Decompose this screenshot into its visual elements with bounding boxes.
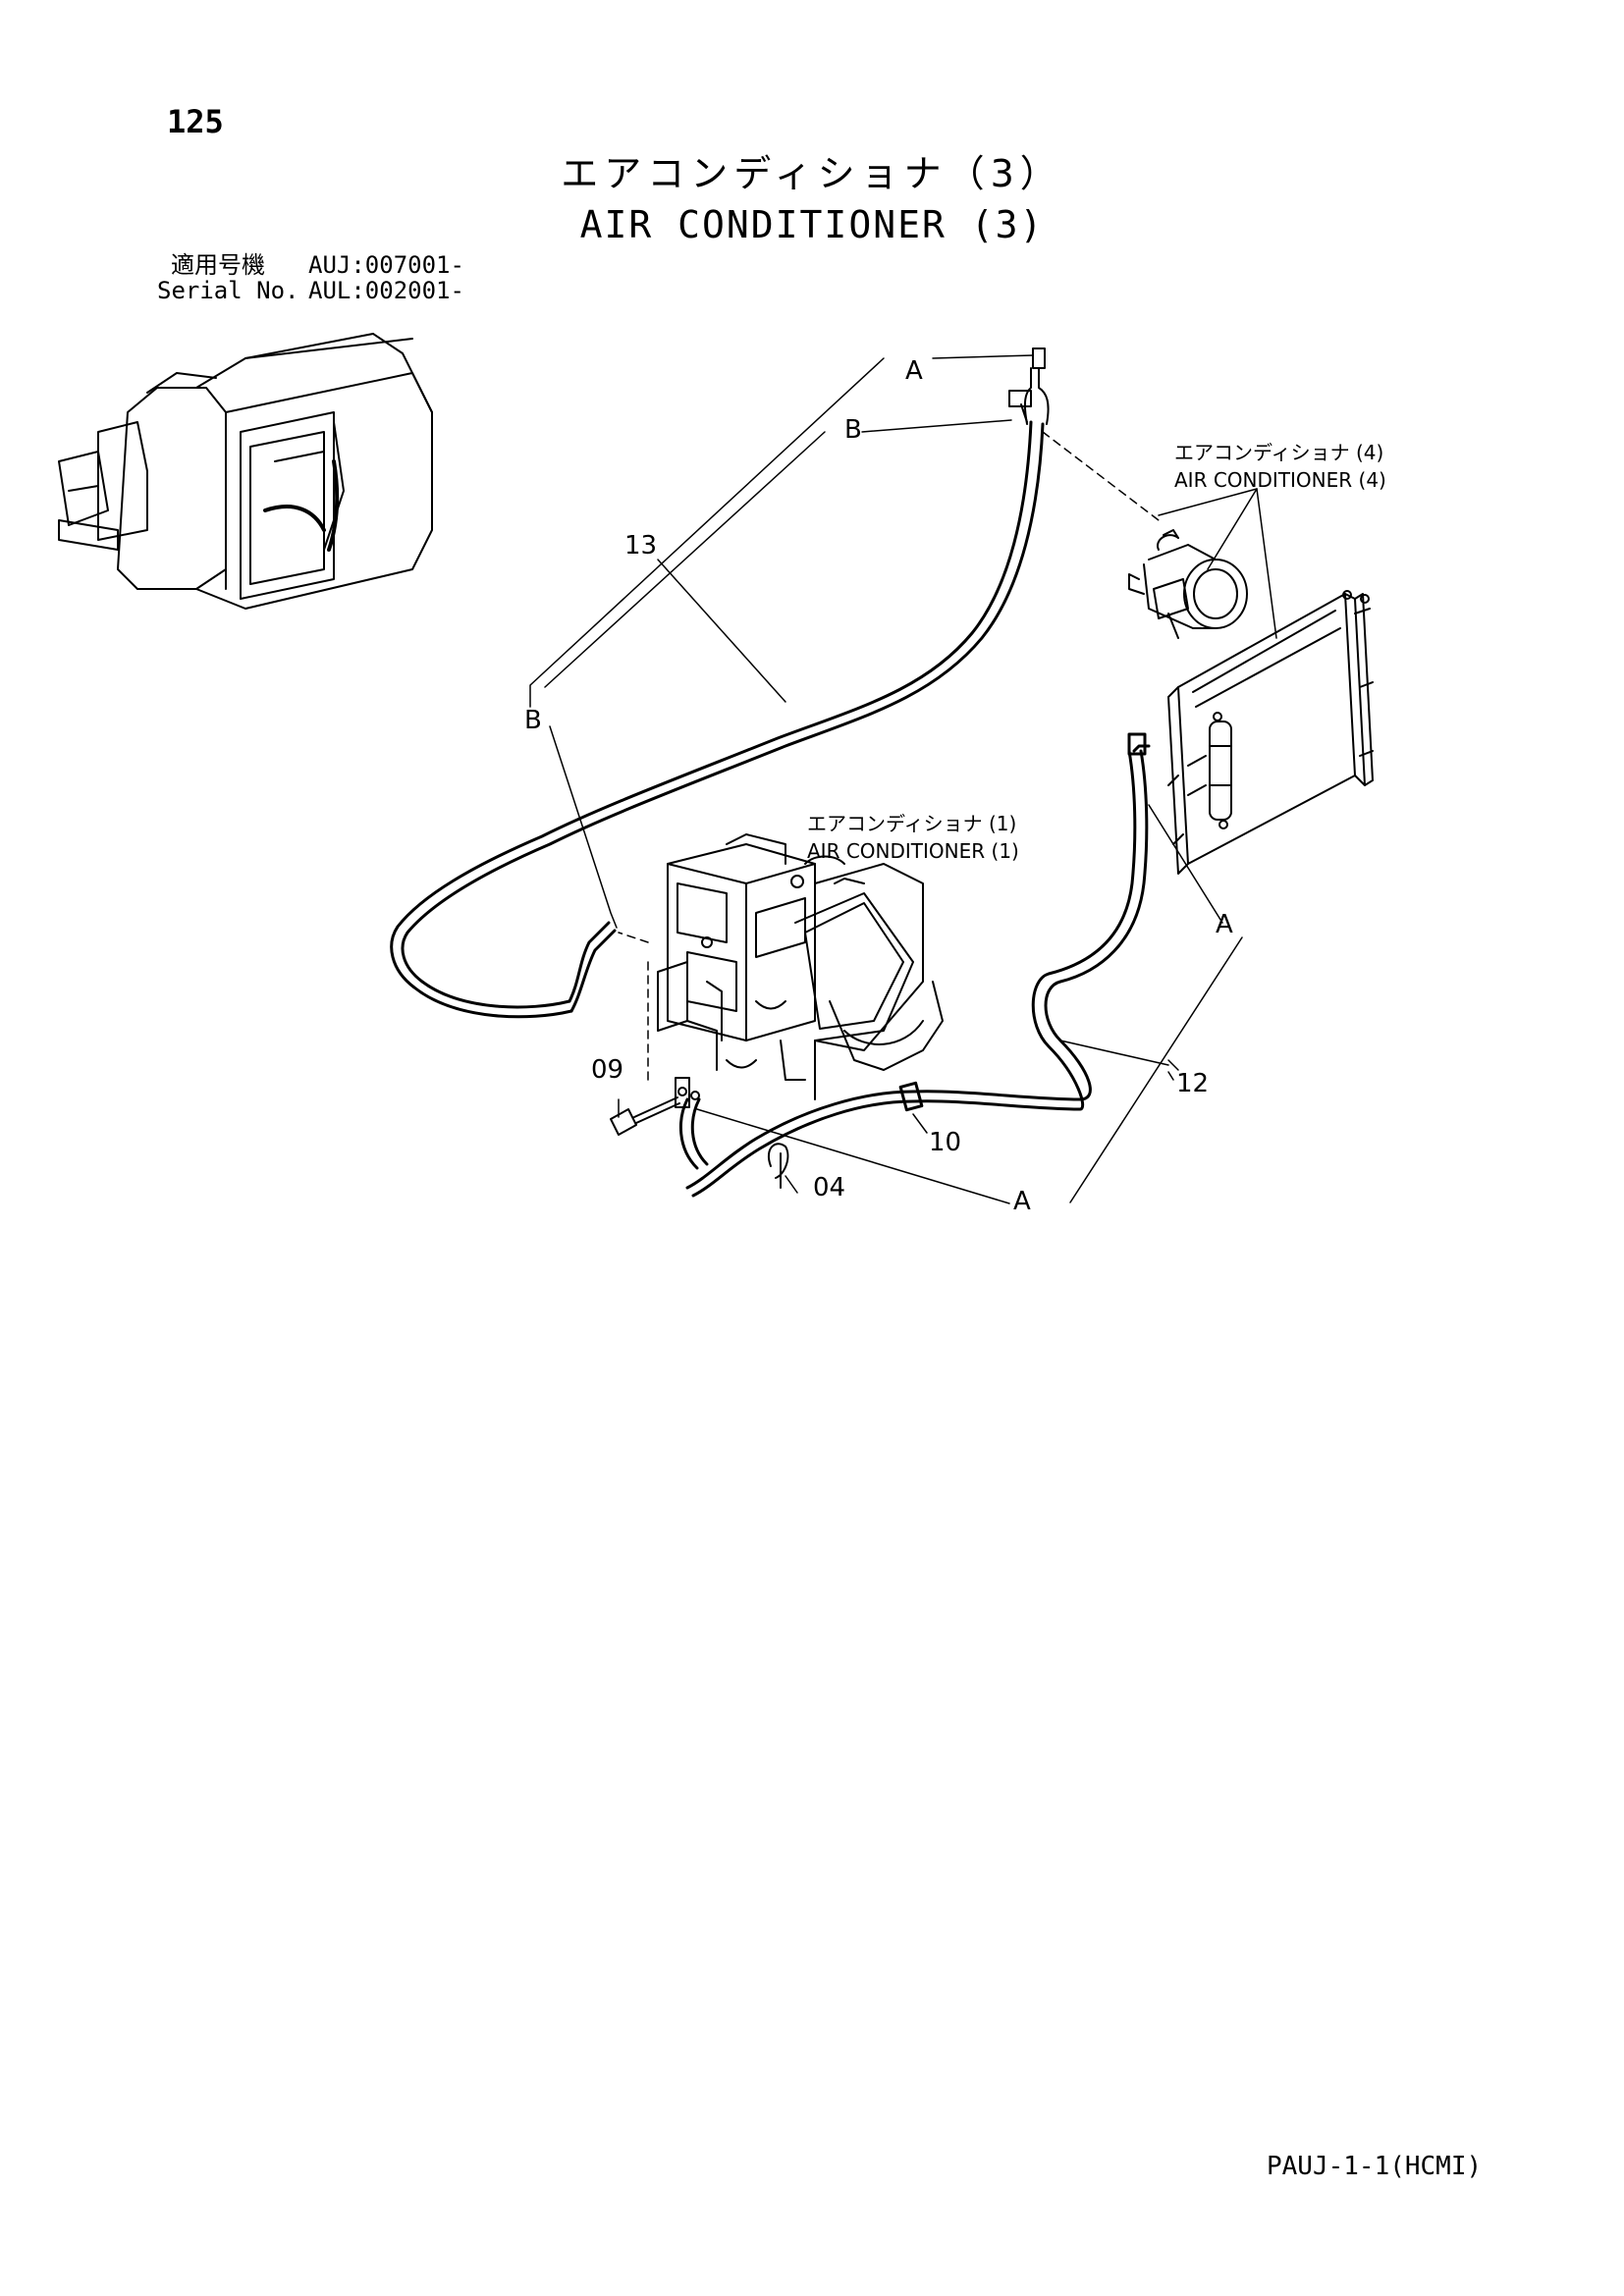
page-title-en: AIR CONDITIONER (3) [579,203,1045,246]
excavator-thumbnail [58,333,433,610]
top-fitting [1008,347,1050,425]
serial-label-en: Serial No. [157,277,299,304]
ref-ac4-jp: エアコンディショナ (4) [1174,441,1383,464]
serial-value-en: AUL:002001- [308,277,464,304]
callout-b-top: B [844,415,862,445]
hose-12 [678,732,1151,1198]
condenser [1167,590,1374,875]
ref-ac1-en: AIR CONDITIONER (1) [807,839,1019,863]
footer-code: PAUJ-1-1(HCMI) [1267,2152,1483,2181]
callout-a-bottom: A [1013,1187,1031,1216]
hose-13 [390,420,1045,1019]
page-title-jp: エアコンディショナ（3） [561,152,1063,195]
callout-12: 12 [1176,1069,1209,1098]
callout-10: 10 [929,1128,961,1157]
air-conditioner-unit-1 [657,833,944,1100]
page-number: 125 [167,103,224,140]
callout-04: 04 [813,1173,845,1202]
callout-leaders [529,354,1277,1204]
serial-value-jp: AUJ:007001- [308,251,464,279]
callout-09: 09 [591,1055,623,1085]
callout-b-left: B [524,706,542,735]
callout-a-top: A [905,356,923,386]
compressor [1128,529,1248,639]
callout-13: 13 [624,531,657,561]
clamp-04 [767,1143,789,1189]
callout-a-right: A [1216,910,1233,939]
ref-ac1-jp: エアコンディショナ (1) [807,812,1016,835]
serial-label-jp: 適用号機 [171,251,265,279]
bolt-09 [610,1077,700,1136]
ref-ac4-en: AIR CONDITIONER (4) [1174,468,1386,492]
dashed-leaders [618,431,1160,1081]
